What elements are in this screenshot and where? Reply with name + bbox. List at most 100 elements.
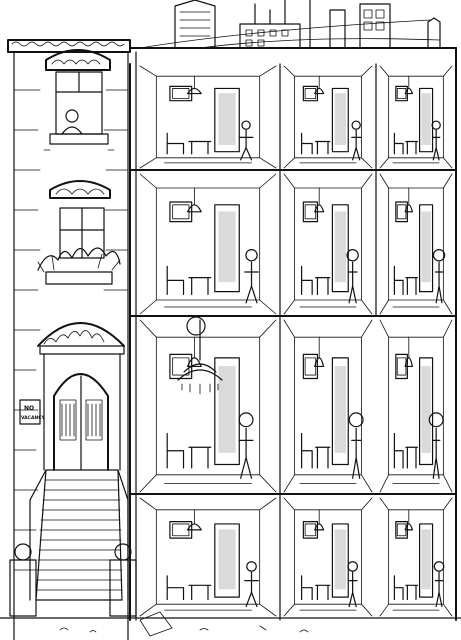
chair [393, 432, 404, 469]
room-perspective [139, 173, 277, 315]
wall-picture-inner [304, 523, 317, 537]
doorway-shadow [334, 93, 347, 145]
chandelier-room [177, 316, 223, 395]
side-table [188, 446, 212, 469]
resident-body [431, 129, 441, 161]
doorway-shadow [334, 211, 347, 283]
resident-body [347, 261, 358, 304]
party-walls [279, 63, 377, 621]
side-table [315, 140, 331, 155]
side-table [405, 584, 419, 601]
wall-picture-inner [304, 357, 317, 376]
side-table [315, 584, 331, 601]
wall-picture-inner [172, 88, 190, 100]
chair [166, 432, 185, 469]
doorway-shadow [421, 93, 431, 145]
litter [59, 625, 309, 633]
side-table [188, 584, 212, 601]
room-doorway [214, 87, 240, 153]
room-perspective [283, 173, 373, 315]
chair [393, 265, 404, 295]
doorway-shadow [218, 93, 236, 145]
cornice [7, 39, 131, 53]
double-door [53, 373, 109, 471]
resident-body [431, 427, 441, 479]
resident-head [241, 120, 251, 130]
room-perspective [283, 65, 373, 169]
newel-post-right [109, 559, 137, 617]
cutaway-frame [129, 47, 457, 621]
room-perspective [283, 319, 373, 493]
chair [393, 132, 404, 155]
resident-head [351, 120, 361, 130]
chair [301, 132, 313, 155]
wall-picture-inner [304, 88, 317, 100]
resident-body [351, 129, 362, 161]
room-doorway [214, 204, 240, 293]
side-table [405, 446, 419, 469]
planter-box [45, 271, 113, 285]
resident-body [434, 571, 444, 608]
resident-body [244, 571, 259, 608]
doorway-shadow [218, 529, 236, 590]
room-perspective [379, 65, 453, 169]
resident-body [238, 427, 254, 479]
chair [301, 575, 313, 601]
ceiling-lamp [314, 204, 325, 213]
room-perspective [379, 497, 453, 617]
side-table [315, 446, 331, 469]
room-doorway [419, 204, 434, 293]
overhead-wires [139, 19, 441, 49]
room-perspective [283, 497, 373, 617]
doorway-shadow [218, 211, 236, 283]
chandelier [177, 363, 223, 381]
room-doorway [331, 523, 349, 598]
chair [166, 575, 185, 601]
ceiling-lamp [404, 204, 413, 213]
room-doorway [419, 523, 434, 598]
room-doorway [331, 357, 349, 466]
skyline [139, 0, 441, 49]
room-doorway [331, 204, 349, 293]
resident-body [351, 427, 362, 479]
room-doorway [419, 357, 434, 466]
resident-head [433, 561, 445, 572]
window-sill [49, 133, 109, 145]
resident-head [346, 248, 359, 262]
side-table [188, 277, 212, 295]
door-sign [19, 399, 41, 425]
ceiling-lamp [187, 204, 202, 213]
resident-head [348, 412, 364, 428]
doorway-shadow [421, 211, 431, 283]
ceiling-lamp [314, 87, 325, 95]
resident-body [434, 261, 444, 304]
side-table [405, 140, 419, 155]
door-sign-line1: NO [24, 405, 34, 412]
wall-picture-inner [172, 523, 190, 537]
stone-facade: NO VACANCY [0, 39, 461, 640]
chair [166, 132, 185, 155]
window-plants [37, 247, 121, 271]
ceiling-lamp [187, 357, 202, 368]
room-perspective [139, 497, 277, 617]
resident-head [428, 412, 444, 428]
ceiling-lamp [187, 87, 202, 95]
doorway-shadow [421, 366, 431, 453]
chair [301, 432, 313, 469]
door-sign-line2: VACANCY [21, 415, 46, 421]
floor-slabs [129, 169, 457, 495]
wall-picture-inner [172, 204, 190, 220]
ceiling-lamp [187, 523, 202, 531]
skyline-tower-left [174, 0, 216, 49]
room-doorway [419, 87, 434, 153]
room-perspective [139, 319, 277, 493]
middle-window [37, 180, 121, 285]
room-perspective [139, 65, 277, 169]
resident-body [347, 571, 358, 608]
ceiling-medallion [186, 316, 206, 336]
resident-head [246, 561, 257, 572]
resident-head [432, 248, 446, 262]
room-perspective [379, 173, 453, 315]
